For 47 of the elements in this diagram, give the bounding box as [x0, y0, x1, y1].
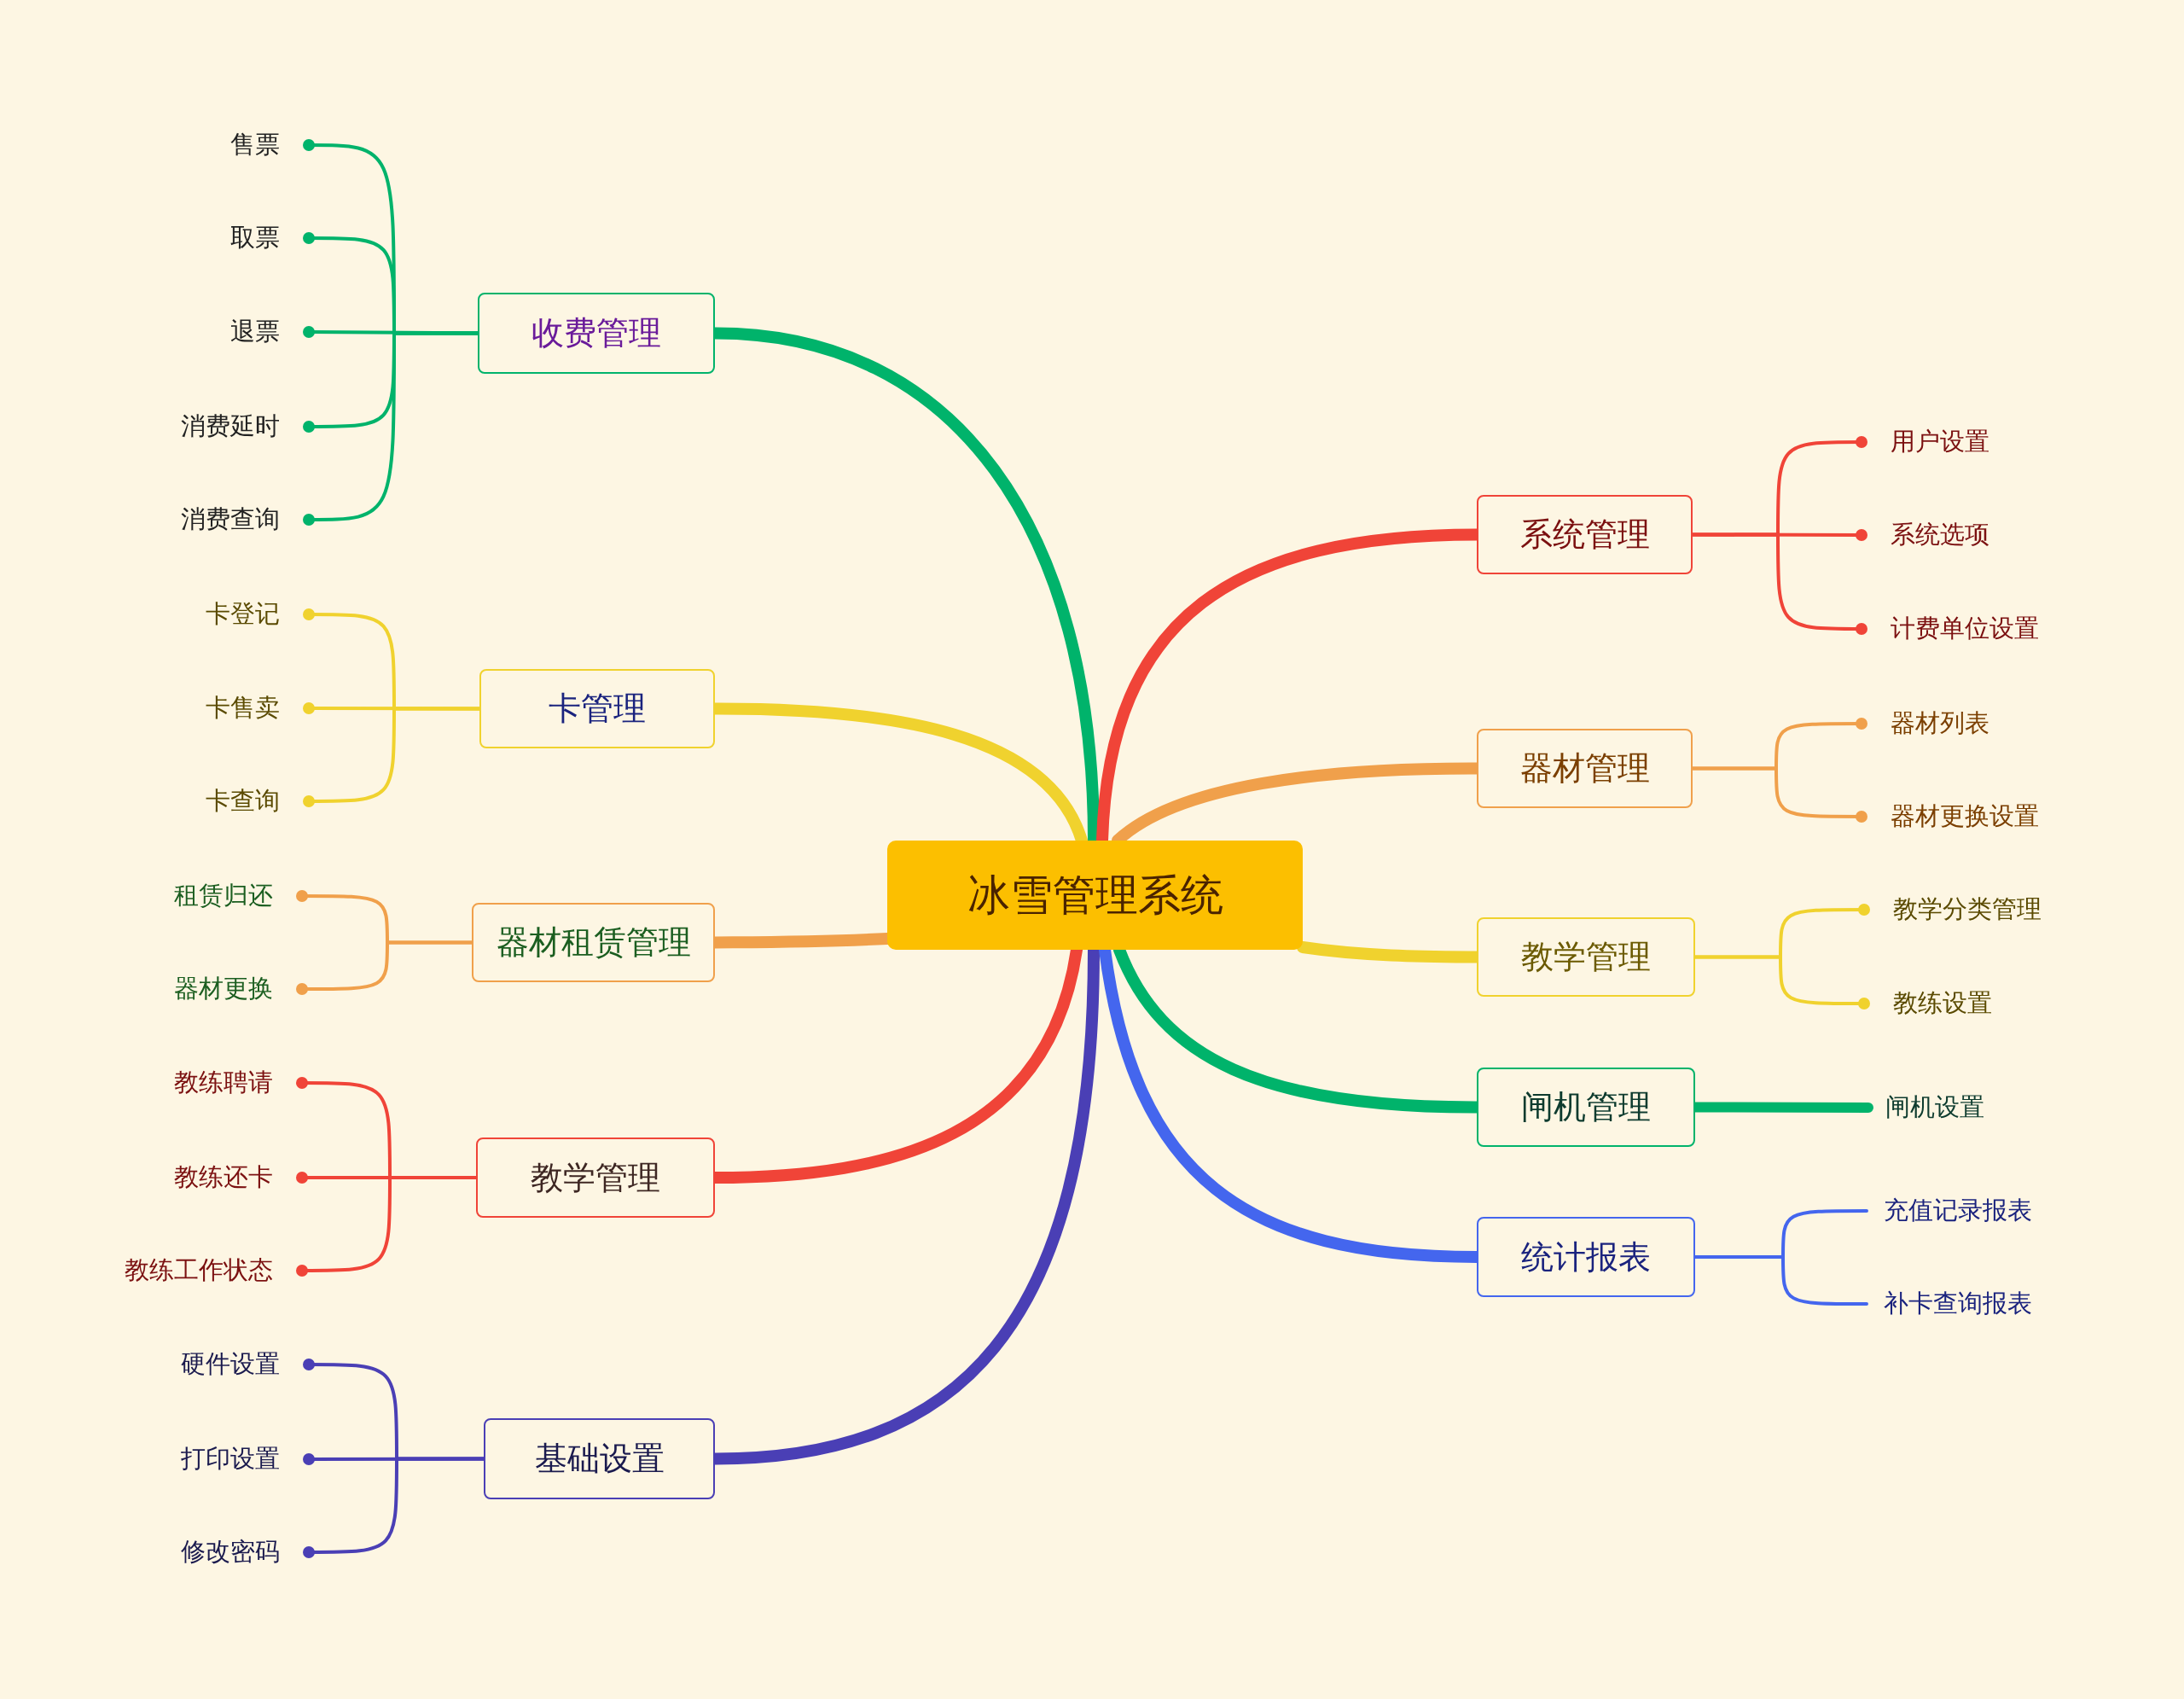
topic-box: 卡管理	[479, 669, 715, 748]
topic-box: 系统管理	[1477, 495, 1693, 574]
subtopic-label: 租赁归还	[174, 880, 273, 911]
subtopic-label: 补卡查询报表	[1884, 1288, 2032, 1319]
subtopic-label: 卡登记	[206, 598, 280, 630]
connector-line	[296, 940, 473, 995]
subtopic-label: 售票	[230, 129, 280, 160]
topic-box: 器材管理	[1477, 729, 1693, 808]
connector-line	[303, 326, 479, 338]
connector-line	[303, 702, 481, 714]
subtopic-label: 修改密码	[181, 1536, 280, 1568]
connector-line	[1691, 532, 1867, 635]
subtopic-label: 用户设置	[1891, 426, 1989, 457]
connector-line	[303, 331, 479, 526]
subtopic-label: 教练还卡	[174, 1161, 273, 1193]
subtopic-label: 退票	[230, 316, 280, 347]
connector-line	[1693, 1255, 1868, 1306]
subtopic-label: 卡售卖	[206, 692, 280, 724]
topic-box: 教学管理	[476, 1138, 715, 1218]
central-topic: 冰雪管理系统	[887, 841, 1303, 950]
subtopic-label: 器材更换设置	[1891, 800, 2039, 832]
connector-line	[1693, 955, 1870, 1010]
subtopic-label: 充值记录报表	[1884, 1195, 2032, 1226]
subtopic-label: 系统选项	[1891, 519, 1989, 550]
topic-box: 教学管理	[1477, 917, 1695, 997]
topic-box: 基础设置	[484, 1418, 715, 1499]
subtopic-label: 教练设置	[1893, 987, 1992, 1019]
subtopic-label: 卡查询	[206, 785, 280, 817]
subtopic-label: 器材更换	[174, 973, 273, 1004]
connector-line	[1691, 766, 1867, 823]
subtopic-label: 闸机设置	[1885, 1091, 1984, 1123]
subtopic-label: 消费查询	[181, 503, 280, 535]
subtopic-label: 计费单位设置	[1891, 613, 2039, 644]
subtopic-label: 打印设置	[181, 1443, 280, 1475]
topic-box: 统计报表	[1477, 1217, 1695, 1297]
subtopic-label: 教练工作状态	[125, 1254, 273, 1286]
connector-line	[303, 1457, 485, 1558]
subtopic-label: 硬件设置	[181, 1348, 280, 1380]
subtopic-label: 教学分类管理	[1893, 893, 2042, 925]
subtopic-label: 器材列表	[1891, 707, 1989, 739]
topic-box: 闸机管理	[1477, 1068, 1695, 1147]
topic-box: 器材租赁管理	[472, 903, 715, 982]
connector-line	[303, 707, 481, 807]
subtopic-label: 取票	[230, 222, 280, 253]
topic-box: 收费管理	[478, 293, 715, 374]
subtopic-label: 消费延时	[181, 410, 280, 442]
subtopic-label: 教练聘请	[174, 1067, 273, 1098]
